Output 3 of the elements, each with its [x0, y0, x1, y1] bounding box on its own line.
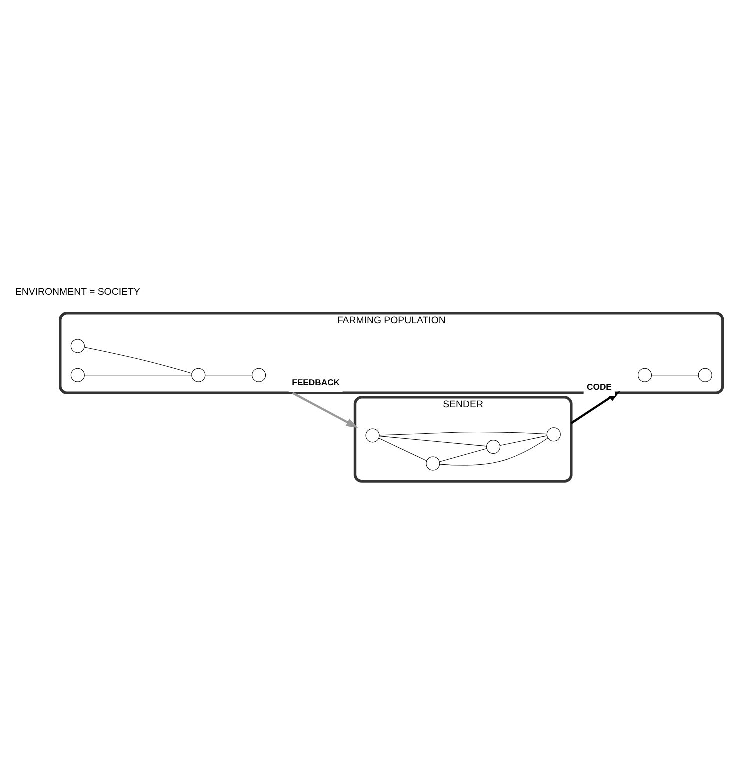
edge-label: FEEDBACK [292, 376, 340, 387]
label: ENVIRONMENT = SOCIETY [15, 286, 140, 298]
edge-label: CODE [587, 381, 612, 392]
